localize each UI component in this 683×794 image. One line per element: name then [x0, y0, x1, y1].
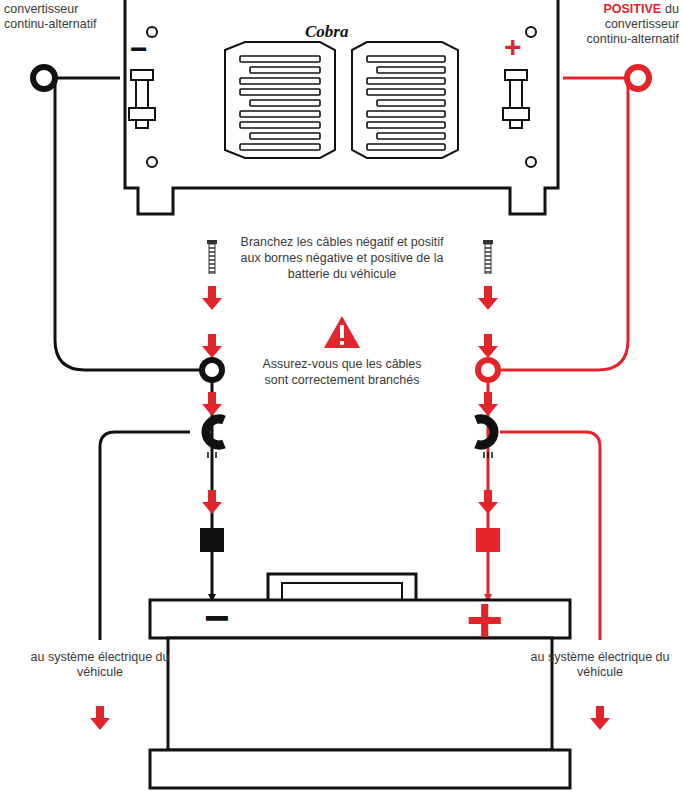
instruction-note: Branchez les câbles négatif et positif a… [240, 234, 444, 282]
inverter-housing [125, 0, 558, 214]
battery-post [200, 528, 224, 552]
polarity-mark: − [130, 34, 148, 64]
battery-clamp [206, 419, 494, 458]
bolt [207, 240, 217, 274]
warning-note: Assurez-vous que les câbles sont correct… [250, 356, 434, 388]
wire-label: au système électrique du véhicule [15, 650, 185, 680]
terminal-label: POSITIVE [603, 2, 661, 16]
battery [150, 574, 570, 788]
terminal-post [129, 70, 529, 128]
terminal-label: convertisseur continu-alternatif [4, 2, 114, 32]
polarity-mark: + [466, 588, 503, 652]
terminal-label: POSITIVEdu convertisseur continu-alterna… [566, 2, 679, 47]
battery-post [476, 528, 500, 552]
inverter-node: Cobra − + [120, 0, 563, 192]
brand-logo: Cobra [305, 22, 348, 42]
wire-label: au système électrique du véhicule [515, 650, 683, 680]
ring-terminal [478, 360, 498, 380]
polarity-mark: − [204, 596, 230, 640]
battery-node: −+ [150, 600, 570, 788]
bolt [483, 240, 493, 274]
ring-terminal [202, 360, 222, 380]
ring-terminal [33, 67, 55, 89]
polarity-mark: + [504, 32, 522, 62]
ring-terminal [627, 67, 649, 89]
warning-icon [324, 316, 360, 348]
grille-fins [240, 56, 445, 150]
